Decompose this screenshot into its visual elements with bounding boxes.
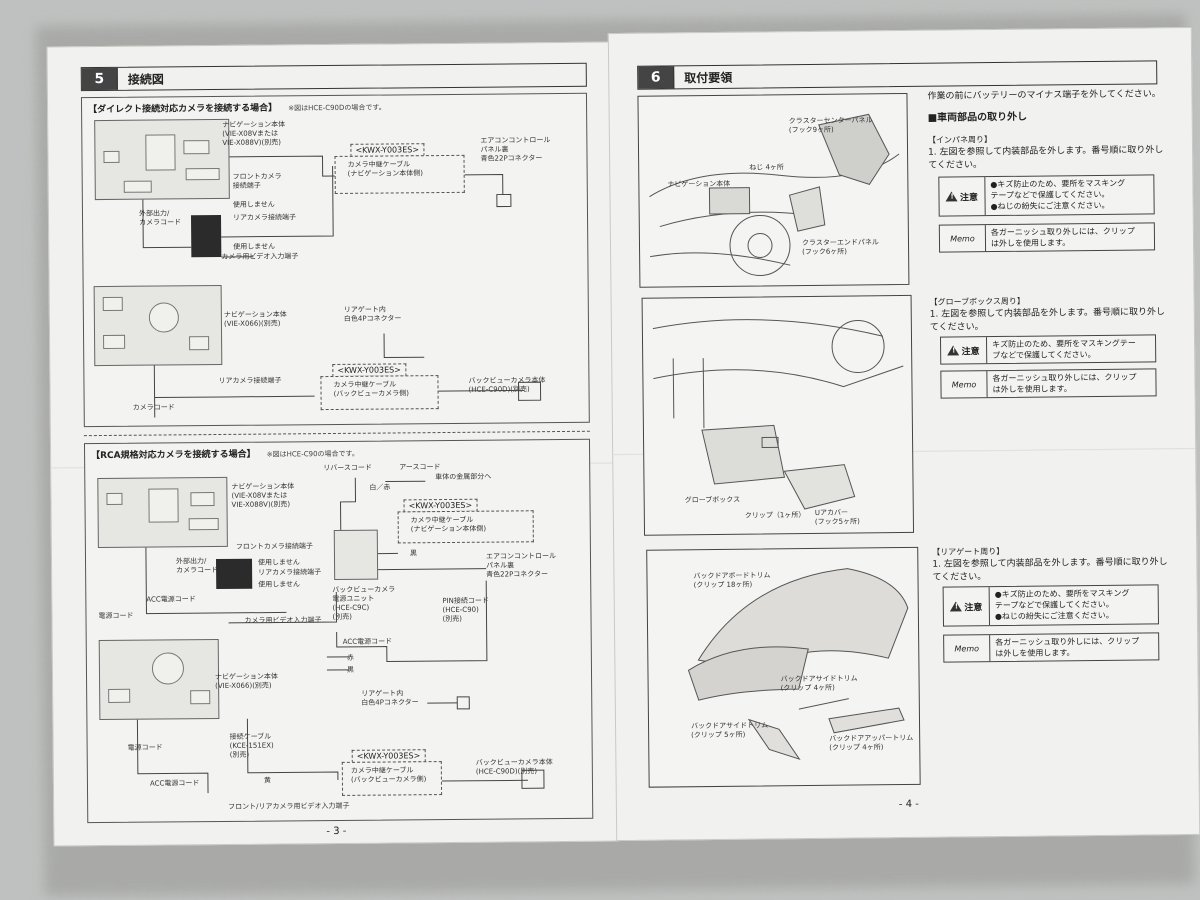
- instpanel-bracket: 【インパネ周り】: [927, 135, 992, 145]
- reargate-step: 1. 左図を参照して内装部品を外します。番号順に取り外し てください。: [932, 557, 1168, 583]
- under-cover-label: Uアカバー (フック5ヶ所): [814, 508, 860, 526]
- manual-page-4: 6 取付要領 クラスターセンターパネル (フック9ヶ所) ねじ 4ヶ所 ナビゲー…: [607, 26, 1200, 842]
- page-number-3: - 3 -: [326, 825, 347, 838]
- memo-body-3: 各ガーニッシュ取り外しには、クリップ は外しを使用します。: [995, 636, 1140, 659]
- section-number: 5: [81, 67, 118, 91]
- direct-connection-diagram: 【ダイレクト接続対応カメラを接続する場合】 ※図はHCE-C90Dの場合です。 …: [80, 92, 590, 428]
- caution-body-2: キズ防止のため、要所をマスキングテー プなどで保護してください。: [992, 338, 1136, 361]
- reargate-memo: Memo 各ガーニッシュ取り外しには、クリップ は外しを使用します。: [943, 632, 1160, 663]
- screws-label: ねじ 4ヶ所: [749, 163, 784, 172]
- rca-wiring-lines: [136, 477, 545, 794]
- glovebox-bracket: 【グローブボックス周り】: [929, 296, 1025, 307]
- caution-body-3: ●キズ防止のため、要所をマスキング テープなどで保護してください。 ●ねじの紛失…: [994, 588, 1130, 622]
- instpanel-step: 1. 左図を参照して内装部品を外します。番号順に取り外し てください。: [928, 145, 1164, 171]
- removal-subheading: ■車両部品の取り外し: [927, 111, 1028, 124]
- section-title: 接続図: [127, 71, 164, 87]
- manual-page-3: 5 接続図 【ダイレクト接続対応カメラを接続する場合】 ※図はHCE-C90Dの…: [46, 41, 620, 847]
- side-trim-1-label: バックドアサイドトリム (クリップ 4ヶ所): [780, 674, 858, 693]
- warning-icon: [945, 191, 959, 202]
- direct-wiring-lines: [142, 155, 542, 418]
- section-number-6: 6: [638, 66, 675, 89]
- warning-icon-3: [950, 601, 963, 612]
- section-title-6: 取付要領: [684, 70, 733, 85]
- caution-tag: 注意: [939, 177, 986, 216]
- glovebox-figure: グローブボックス クリップ（1ヶ所） Uアカバー (フック5ヶ所): [641, 294, 915, 536]
- glovebox-label: グローブボックス: [684, 495, 741, 505]
- memo-icon-2: Memo: [941, 371, 988, 398]
- caution-tag-3: 注意: [943, 587, 991, 626]
- side-trim-2-label: バックドアサイドトリム (クリップ 5ヶ所): [691, 721, 769, 740]
- clip-label: クリップ（1ヶ所）: [744, 511, 806, 520]
- intro-text: 作業の前にバッテリーのマイナス端子を外してください。: [927, 89, 1161, 102]
- rca-connection-diagram: 【RCA規格対応カメラを接続する場合】 ※図はHCE-C90の場合です。 リバー…: [83, 438, 594, 824]
- glovebox-caution: 注意 キズ防止のため、要所をマスキングテー プなどで保護してください。: [939, 334, 1157, 365]
- caution-body: ●キズ防止のため、要所をマスキング テープなどで保護してください。 ●ねじの紛失…: [990, 178, 1126, 212]
- reargate-caution: 注意 ●キズ防止のため、要所をマスキング テープなどで保護してください。 ●ねじ…: [942, 584, 1160, 627]
- glovebox-memo: Memo 各ガーニッシュ取り外しには、クリップ は外しを使用します。: [940, 368, 1157, 399]
- instpanel-illustration: [649, 113, 900, 276]
- instpanel-caution: 注意 ●キズ防止のため、要所をマスキング テープなどで保護してください。 ●ねじ…: [938, 174, 1155, 217]
- section-6-header: 6 取付要領: [637, 60, 1158, 90]
- reargate-illustration: [687, 568, 909, 761]
- memo-icon-3: Memo: [944, 635, 991, 662]
- memo-body: 各ガーニッシュ取り外しには、クリップ は外しを使用します。: [990, 226, 1135, 249]
- memo-body-2: 各ガーニッシュ取り外しには、クリップ は外しを使用します。: [992, 372, 1137, 395]
- glovebox-illustration: [652, 319, 904, 510]
- page-number-4: - 4 -: [898, 798, 919, 811]
- back-door-trim-label: バックドアボードトリム (クリップ 18ヶ所): [693, 571, 771, 590]
- diagram-divider: [83, 430, 590, 437]
- cluster-center-panel-label: クラスターセンターパネル (フック9ヶ所): [788, 116, 873, 135]
- nav-unit-fig-label: ナビゲーション本体: [667, 179, 731, 189]
- cluster-end-panel-label: クラスターエンドパネル (フック6ヶ所): [801, 238, 879, 257]
- section-5-header: 5 接続図: [80, 62, 587, 92]
- memo-icon: Memo: [939, 225, 987, 252]
- caution-tag-2: 注意: [940, 337, 988, 364]
- instpanel-figure: クラスターセンターパネル (フック9ヶ所) ねじ 4ヶ所 ナビゲーション本体 ク…: [637, 92, 910, 288]
- instpanel-memo: Memo 各ガーニッシュ取り外しには、クリップ は外しを使用します。: [938, 222, 1156, 253]
- glovebox-step: 1. 左図を参照して内装部品を外します。番号順に取り外し てください。: [929, 307, 1166, 333]
- reargate-figure: バックドアボードトリム (クリップ 18ヶ所) バックドアサイドトリム (クリッ…: [646, 546, 921, 788]
- reargate-bracket: 【リアゲート周り】: [932, 546, 1005, 557]
- warning-icon-2: [947, 345, 960, 356]
- upper-trim-label: バックドアアッパートリム (クリップ 4ヶ所): [829, 733, 914, 752]
